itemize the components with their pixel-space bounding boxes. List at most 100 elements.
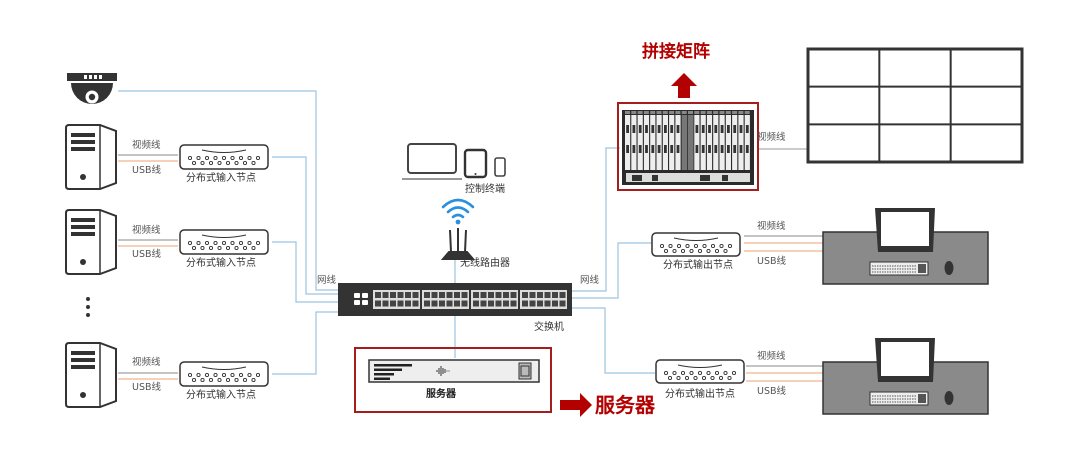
connector-pin (242, 245, 248, 251)
network-line-output-2 (572, 307, 655, 374)
card-connector (714, 145, 718, 153)
mouse-icon (944, 391, 954, 405)
connector-pin (217, 377, 222, 383)
network-cable-label-left: 网线 (317, 275, 337, 286)
matrix-card (662, 115, 668, 170)
connector-pin (221, 240, 227, 246)
ethernet-port (461, 292, 468, 298)
ethernet-port (405, 292, 411, 298)
connector-pin (659, 243, 665, 249)
keyboard-icon (869, 261, 929, 276)
connector-pin (204, 372, 210, 378)
connector-pin (255, 240, 261, 246)
ethernet-port (510, 292, 517, 298)
connector-pin (710, 375, 715, 381)
ethernet-port (454, 300, 460, 307)
connector-pin (217, 160, 222, 166)
connector-pin (225, 377, 231, 383)
keyboard-icon (869, 391, 929, 406)
card-connector (695, 125, 699, 133)
ethernet-port (503, 292, 509, 298)
card-connector (638, 125, 642, 133)
ethernet-port (412, 300, 419, 307)
card-connector (632, 145, 636, 153)
connector-pin (251, 245, 256, 251)
card-top (625, 111, 630, 114)
connector-pin (689, 370, 694, 376)
card-connector (626, 125, 629, 133)
ethernet-port (480, 292, 487, 298)
ethernet-port (544, 300, 551, 307)
connector-pin (714, 248, 720, 254)
phone-icon (494, 157, 506, 177)
connector-pin (685, 243, 690, 249)
connector-pin (247, 240, 252, 246)
card-top (675, 111, 681, 114)
connector-pin (718, 375, 724, 381)
connector-pin (187, 240, 193, 246)
card-connector (664, 145, 667, 153)
ethernet-port (424, 292, 430, 298)
ethernet-port (488, 292, 494, 298)
output-node-device-1 (651, 232, 741, 257)
card-top (713, 111, 719, 114)
splicing-matrix-callout: 拼接矩阵 (642, 42, 710, 62)
connector-pin (731, 370, 737, 376)
input-node-label: 分布式输入节点 (186, 173, 256, 184)
card-connector (632, 125, 636, 133)
ethernet-port (424, 300, 430, 307)
card-top (706, 111, 712, 114)
ethernet-port (382, 300, 389, 307)
card-connector (676, 145, 680, 153)
matrix-card (631, 115, 637, 170)
matrix-card (744, 115, 750, 170)
video-cable-label: 视频线 (132, 357, 161, 368)
card-connector (657, 145, 661, 153)
card-top (631, 111, 637, 114)
card-top (694, 111, 700, 114)
ethernet-port (375, 292, 381, 298)
connector-pin (710, 243, 716, 249)
video-cable-label: 视频线 (132, 225, 161, 236)
ethernet-port (431, 292, 438, 298)
usb-cable-label: USB线 (757, 386, 787, 397)
connector-pin (684, 375, 690, 381)
ethernet-port (488, 300, 494, 307)
pc-tower-icon (65, 209, 117, 275)
output-node-label: 分布式输出节点 (665, 389, 735, 400)
card-connector (745, 145, 749, 153)
workstation-icon (822, 208, 989, 285)
ethernet-port (495, 292, 502, 298)
video-wall-display (806, 47, 1024, 164)
card-connector (645, 125, 648, 133)
ethernet-port (454, 292, 460, 298)
card-connector (739, 125, 743, 133)
control-terminal-label: 控制终端 (465, 184, 505, 195)
card-connector (708, 145, 711, 153)
card-connector (727, 145, 730, 153)
connector-pin (723, 370, 728, 376)
ethernet-port (382, 292, 389, 298)
tablet-icon (463, 148, 488, 179)
connector-pin (187, 372, 193, 378)
ethernet-port (473, 300, 479, 307)
card-top (650, 111, 656, 114)
ethernet-port (537, 292, 543, 298)
control-terminal-icons (402, 143, 506, 180)
matrix-card (681, 115, 688, 170)
connector-pin (667, 375, 673, 381)
connector-pin (208, 377, 214, 383)
output-node-device-2 (655, 359, 745, 384)
matrix-card (713, 115, 719, 170)
connector-pin (204, 240, 210, 246)
card-top (669, 111, 675, 114)
ethernet-port (480, 300, 487, 307)
network-line-input-2 (272, 241, 338, 303)
connector-pin (247, 372, 252, 378)
server-highlight-box (354, 347, 552, 413)
matrix-card (725, 115, 731, 170)
connector-pin (727, 375, 732, 381)
ethernet-port (431, 300, 438, 307)
source-cables (118, 154, 178, 380)
